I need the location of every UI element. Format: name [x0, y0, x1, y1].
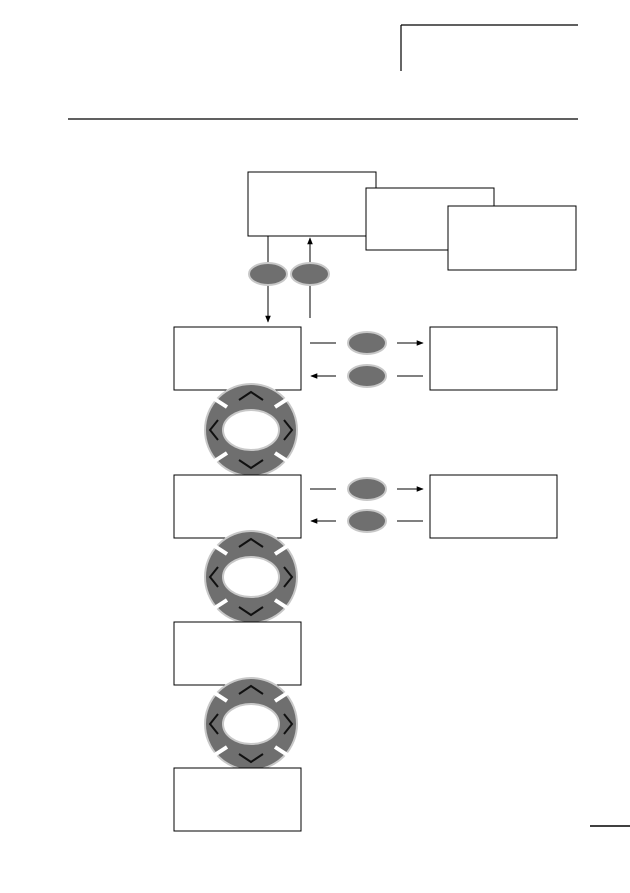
ok-button-icon[interactable]: [347, 477, 387, 501]
menu-display-3: [447, 205, 577, 271]
esc-button-icon[interactable]: [347, 364, 387, 388]
ok-button-icon[interactable]: [248, 262, 288, 286]
display-level-3: [173, 621, 302, 686]
side-display-1: [429, 326, 558, 391]
esc-button-icon[interactable]: [290, 262, 330, 286]
cursor-pad-icon[interactable]: [203, 676, 299, 772]
display-level-4: [173, 767, 302, 832]
ok-button-icon[interactable]: [347, 331, 387, 355]
menu-display-1: [247, 171, 377, 237]
cursor-pad-icon[interactable]: [203, 382, 299, 478]
side-display-2: [429, 474, 558, 539]
display-level-2: [173, 474, 302, 539]
top-display-stack: [247, 171, 577, 271]
display-level-1: [173, 326, 302, 391]
cursor-pad-icon[interactable]: [203, 529, 299, 625]
esc-button-icon[interactable]: [347, 509, 387, 533]
